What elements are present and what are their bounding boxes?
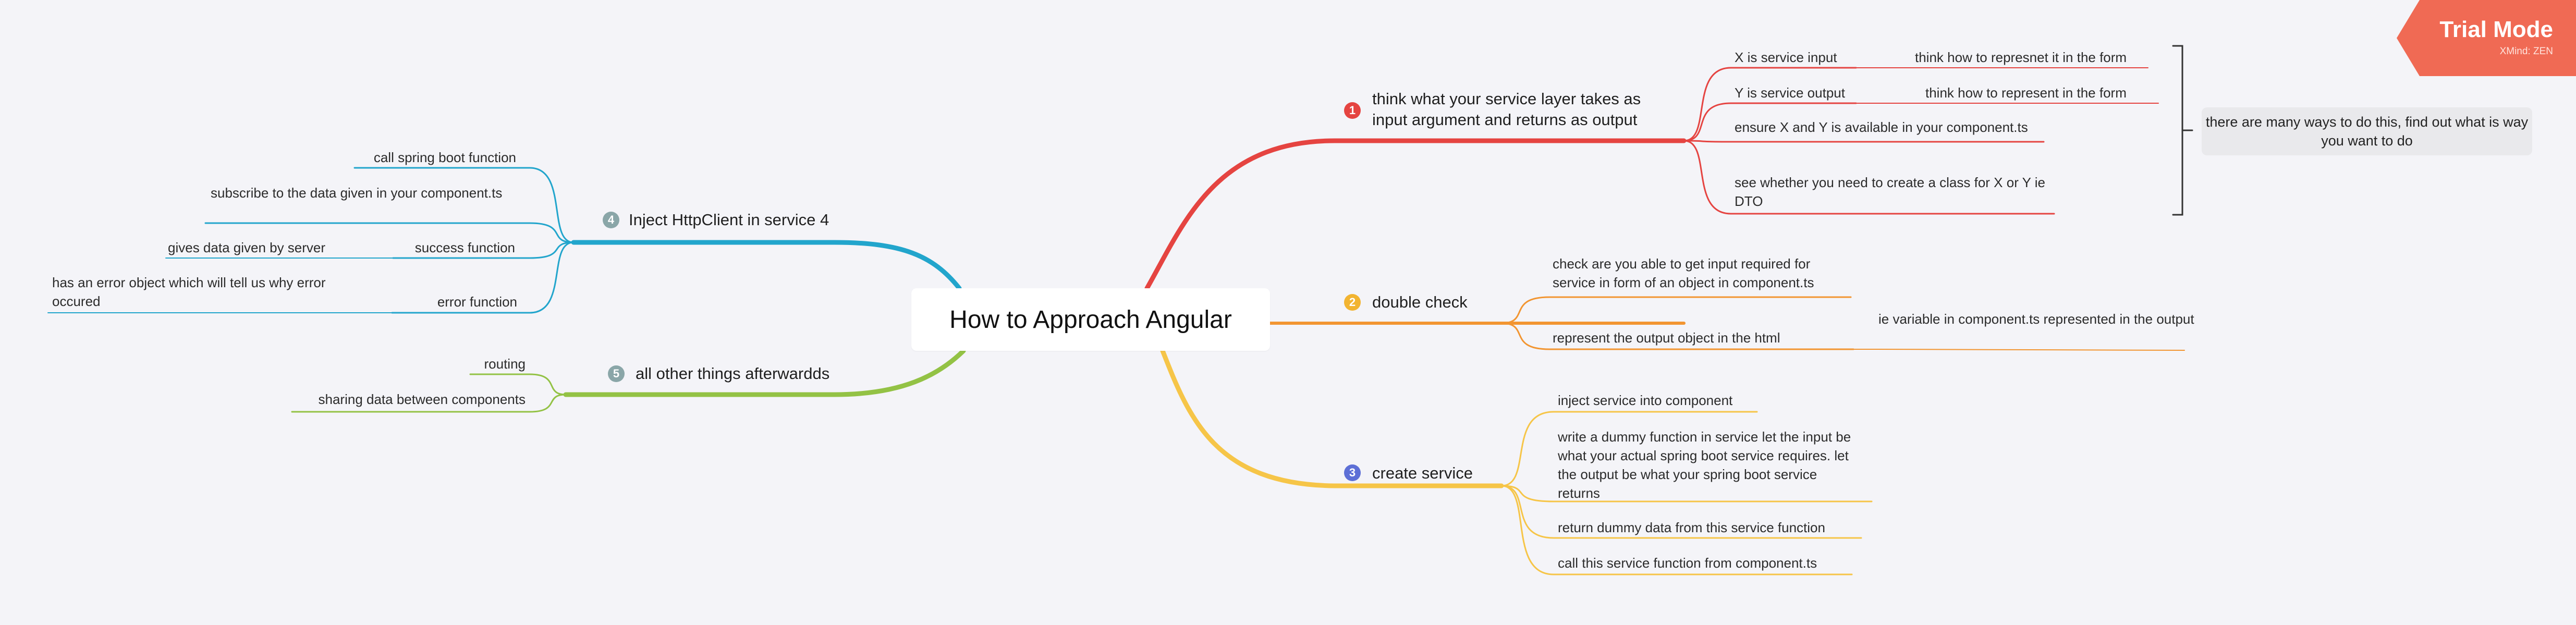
branch-4-main-curve xyxy=(571,240,962,291)
branch-4-item-4-detail[interactable]: has an error object which will tell us w… xyxy=(52,275,326,309)
summary-bracket xyxy=(2172,45,2193,216)
trial-mode-watermark[interactable]: Trial Mode XMind: ZEN xyxy=(2397,0,2576,76)
branch-3-topic[interactable]: create service xyxy=(1372,464,1473,482)
branch-4-item-2[interactable]: subscribe to the data given in your comp… xyxy=(211,185,503,201)
branch-3-connector-1 xyxy=(1500,411,1758,487)
branch-2-detail-line xyxy=(1853,349,2185,351)
branch-5-number-badge: 5 xyxy=(608,365,625,382)
branch-1-item-1[interactable]: X is service input xyxy=(1735,50,1837,65)
trial-mode-title: Trial Mode xyxy=(2439,17,2553,42)
branch-1-item-1-detail[interactable]: think how to represnet it in the form xyxy=(1915,50,2127,65)
trial-mode-subtitle: XMind: ZEN xyxy=(2499,46,2553,57)
branch-4-connector-2 xyxy=(204,222,575,243)
branch-4-topic[interactable]: Inject HttpClient in service 4 xyxy=(629,211,829,229)
branch-5-item-1[interactable]: routing xyxy=(484,356,526,372)
branch-1-item-3[interactable]: ensure X and Y is available in your comp… xyxy=(1735,119,2028,135)
branch-2-number-badge: 2 xyxy=(1344,294,1361,311)
branch-1-topic[interactable]: think what your service layer takes as i… xyxy=(1372,90,1641,129)
branch-5-item-2[interactable]: sharing data between components xyxy=(318,391,526,407)
branch-5-main-curve xyxy=(563,348,966,397)
branch-1-connector-1 xyxy=(1683,67,1857,142)
branch-2-topic[interactable]: double check xyxy=(1372,293,1468,311)
branch-4-item-3-detail[interactable]: gives data given by server xyxy=(168,240,326,255)
branch-3-number-badge: 3 xyxy=(1344,464,1361,481)
branch-3-item-3[interactable]: return dummy data from this service func… xyxy=(1558,520,1825,535)
branch-1-number-badge: 1 xyxy=(1344,102,1361,119)
branch-2-connector-1 xyxy=(1500,296,1852,324)
branch-4-connector-3 xyxy=(392,241,575,259)
branch-3-main-curve xyxy=(1160,348,1504,488)
branch-3-item-1[interactable]: inject service into component xyxy=(1558,393,1733,408)
branch-2-item-1[interactable]: check are you able to get input required… xyxy=(1553,256,1814,290)
branch-1-item-2[interactable]: Y is service output xyxy=(1735,85,1845,101)
central-topic[interactable]: How to Approach Angular xyxy=(911,288,1270,351)
branch-1-main-curve xyxy=(1144,138,1687,291)
summary-note[interactable]: there are many ways to do this, find out… xyxy=(2202,107,2532,155)
branch-1-connector-4 xyxy=(1683,140,2055,215)
branch-4-number-badge: 4 xyxy=(603,212,619,228)
branch-3-connector-4 xyxy=(1500,485,1853,575)
branch-4-item-4[interactable]: error function xyxy=(437,294,517,310)
branch-4-connector-4 xyxy=(391,241,575,314)
branch-2-connector-2 xyxy=(1500,322,1854,350)
branch-1-connector-2 xyxy=(1683,102,1857,142)
branch-4-item-1[interactable]: call spring boot function xyxy=(373,150,516,165)
branch-4-connector-1 xyxy=(353,167,575,243)
branch-1-item-2-detail[interactable]: think how to represent in the form xyxy=(1925,85,2127,101)
branch-5-connector-2 xyxy=(291,394,567,413)
branch-1-item-4[interactable]: see whether you need to create a class f… xyxy=(1735,175,2045,209)
branch-4-item-3[interactable]: success function xyxy=(414,240,515,255)
branch-5-connector-1 xyxy=(469,373,567,396)
branch-2-item-2-detail[interactable]: ie variable in component.ts represented … xyxy=(1878,311,2194,327)
branch-3-item-4[interactable]: call this service function from componen… xyxy=(1558,555,1817,571)
branch-5-topic[interactable]: all other things afterwardds xyxy=(636,364,830,383)
branch-3-connector-3 xyxy=(1500,485,1862,539)
branch-3-item-2[interactable]: write a dummy function in service let th… xyxy=(1558,429,1851,501)
branch-1-connector-3 xyxy=(1683,140,2045,143)
branch-3-connector-2 xyxy=(1500,485,1873,503)
branch-2-item-2[interactable]: represent the output object in the html xyxy=(1553,330,1780,346)
